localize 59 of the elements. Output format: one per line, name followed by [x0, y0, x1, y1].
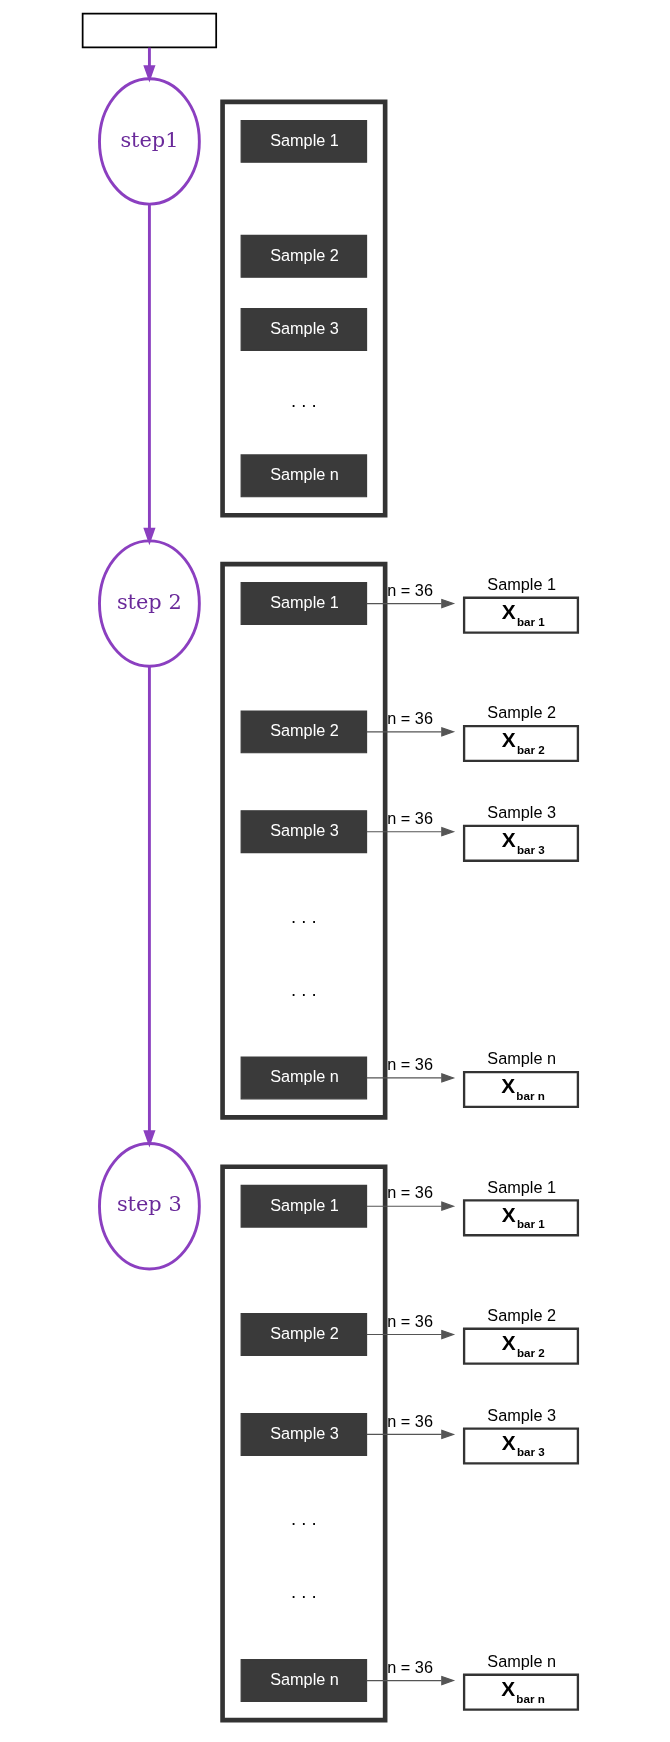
node-box: Sample 1: [240, 1184, 367, 1228]
label: . . .: [290, 1580, 317, 1602]
node-box: [81, 12, 217, 48]
node-box: X$_{bar 2}$: [462, 1327, 579, 1365]
node-label: Sample 1: [486, 1177, 556, 1196]
arrow: [142, 47, 156, 83]
arrow: [365, 826, 455, 837]
node-box: X$_{bar 3}$: [462, 824, 579, 862]
node-box: X$_{bar 3}$: [462, 1426, 579, 1465]
node-label: Sample n: [486, 1651, 556, 1670]
node-box: X$_{bar n}$: [462, 1673, 579, 1711]
node-label: Sample 1: [486, 574, 556, 593]
node-label: Sample 2: [486, 702, 556, 721]
arrow: [365, 1429, 455, 1439]
node-box: Sample 3: [240, 307, 367, 351]
node-label: Sample 3: [486, 1405, 556, 1424]
label: . . .: [290, 905, 317, 927]
node-box: Sample 2: [240, 234, 367, 278]
node-label: Sample 2: [486, 1305, 556, 1324]
edge-label: n = 36: [386, 808, 433, 827]
cluster: [219, 1163, 387, 1722]
arrow: [365, 1329, 455, 1339]
edge-label: n = 36: [386, 1311, 433, 1330]
node-box: Sample n: [240, 453, 367, 497]
cluster: [219, 561, 387, 1120]
node-box: Sample 1: [240, 119, 367, 163]
label: . . .: [290, 978, 317, 1000]
edge-label: n = 36: [386, 1411, 433, 1429]
node-box: Sample 3: [240, 1412, 367, 1456]
node-label: Sample n: [486, 1048, 556, 1067]
arrow: [365, 1675, 455, 1685]
arrow: [142, 666, 156, 1148]
edge-label: n = 36: [386, 1054, 433, 1073]
node-box: Sample 3: [240, 809, 367, 853]
node-box: Sample n: [240, 1055, 367, 1099]
arrow: [365, 1200, 455, 1211]
arrow: [365, 598, 455, 608]
node-box: X$_{bar 1}$: [462, 596, 579, 634]
label: . . .: [290, 1507, 317, 1529]
node-box: X$_{bar 2}$: [462, 724, 579, 762]
arrow: [365, 726, 455, 737]
edge-label: n = 36: [386, 1182, 433, 1201]
edge-label: n = 36: [386, 1657, 433, 1676]
node-ellipse: step1: [97, 76, 201, 206]
edge-label: n = 36: [386, 580, 433, 599]
node-box: X$_{bar n}$: [462, 1070, 579, 1108]
edge-label: n = 36: [386, 708, 433, 727]
arrow: [365, 1072, 455, 1083]
node-label: Sample 3: [486, 802, 556, 821]
node-box: Sample 1: [240, 581, 367, 625]
node-box: Sample 2: [240, 1312, 367, 1356]
node-ellipse: step 3: [97, 1141, 201, 1270]
label: . . .: [290, 389, 317, 411]
node-box: X$_{bar 1}$: [462, 1198, 579, 1236]
node-ellipse: step 2: [97, 538, 201, 668]
node-box: Sample 2: [240, 709, 367, 753]
arrow: [142, 203, 156, 545]
node-box: Sample n: [240, 1658, 367, 1702]
cluster: [219, 99, 387, 518]
